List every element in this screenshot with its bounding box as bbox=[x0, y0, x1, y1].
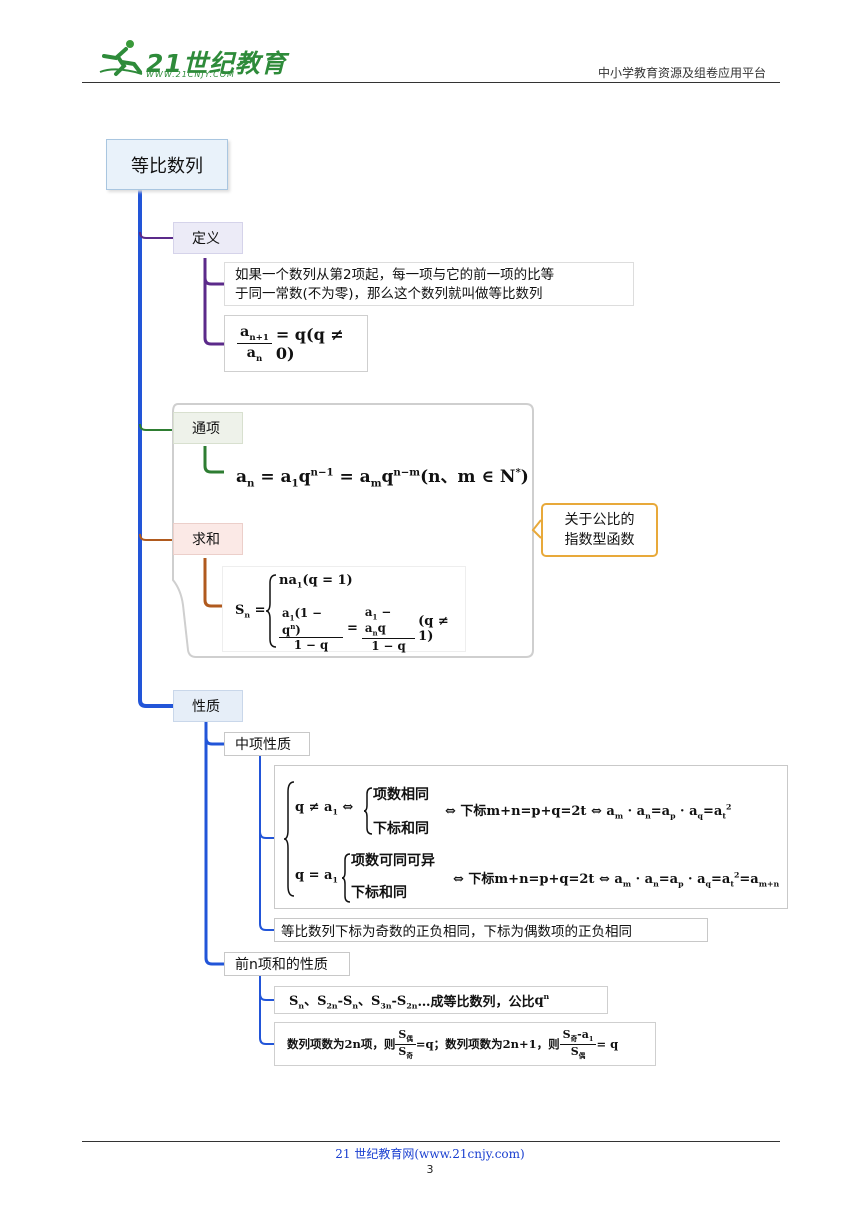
definition-text-line1: 如果一个数列从第2项起，每一项与它的前一项的比等 bbox=[235, 267, 555, 283]
inner-brace-icon bbox=[363, 787, 373, 835]
middle-property-label: 中项性质 bbox=[235, 737, 291, 753]
callout-line2: 指数型函数 bbox=[564, 532, 635, 548]
footer-link[interactable]: 21 世纪教育网(www.21cnjy.com) bbox=[335, 1147, 525, 1161]
outer-brace-icon bbox=[283, 781, 295, 897]
middle-property-note: 等比数列下标为奇数的正负相同，下标为偶数项的正负相同 bbox=[274, 918, 708, 942]
callout-box: 关于公比的 指数型函数 bbox=[541, 503, 658, 557]
sum-label: 求和 bbox=[192, 532, 220, 548]
sum-node[interactable]: 求和 bbox=[173, 523, 243, 555]
middle-property-node[interactable]: 中项性质 bbox=[224, 732, 310, 756]
case1-mid: 下标m+n=p+q=2t bbox=[460, 804, 587, 819]
logo-text: 21世纪教育 bbox=[146, 49, 287, 78]
runner-logo-icon bbox=[99, 40, 143, 76]
logo-url: WWW.21CNJY.COM bbox=[146, 70, 235, 79]
sum-formula-box: Sn = na1(q = 1) a1(1 − qn)1 − q = a1 − a… bbox=[222, 566, 466, 653]
case2-brace2: 下标和同 bbox=[351, 885, 407, 901]
definition-label: 定义 bbox=[192, 231, 220, 247]
inner-brace-icon bbox=[341, 853, 351, 903]
case2-brace1: 项数可同可异 bbox=[351, 853, 435, 869]
middle-property-formula-box: q ≠ a1 ⇔ 项数相同 下标和同 ⇔ 下标m+n=p+q=2t ⇔ am ·… bbox=[274, 765, 788, 909]
general-term-node[interactable]: 通项 bbox=[173, 412, 243, 444]
general-term-formula: an = a1qn−1 = amqn−m(n、m ∈ N*) bbox=[236, 466, 529, 490]
header-right-text: 中小学教育资源及组卷应用平台 bbox=[597, 66, 766, 80]
footer-divider bbox=[82, 1141, 780, 1142]
callout-line1: 关于公比的 bbox=[564, 512, 635, 528]
partial-sum-property-label: 前n项和的性质 bbox=[235, 957, 328, 973]
properties-label: 性质 bbox=[192, 699, 220, 715]
case1-brace1: 项数相同 bbox=[373, 787, 429, 803]
root-node[interactable]: 等比数列 bbox=[106, 139, 228, 190]
header-divider bbox=[82, 82, 780, 83]
partial-sum-property-node[interactable]: 前n项和的性质 bbox=[224, 952, 350, 976]
general-term-label: 通项 bbox=[192, 421, 220, 437]
definition-text-line2: 于同一常数(不为零)，那么这个数列就叫做等比数列 bbox=[235, 286, 543, 302]
properties-node[interactable]: 性质 bbox=[173, 690, 243, 722]
case2-mid: 下标m+n=p+q=2t bbox=[468, 872, 595, 887]
brace-icon bbox=[265, 574, 277, 648]
definition-text-box: 如果一个数列从第2项起，每一项与它的前一项的比等 于同一常数(不为零)，那么这个… bbox=[224, 262, 634, 306]
case1-brace2: 下标和同 bbox=[373, 821, 429, 837]
definition-node[interactable]: 定义 bbox=[173, 222, 243, 254]
root-label: 等比数列 bbox=[131, 155, 203, 177]
page-number: 3 bbox=[426, 1163, 434, 1176]
